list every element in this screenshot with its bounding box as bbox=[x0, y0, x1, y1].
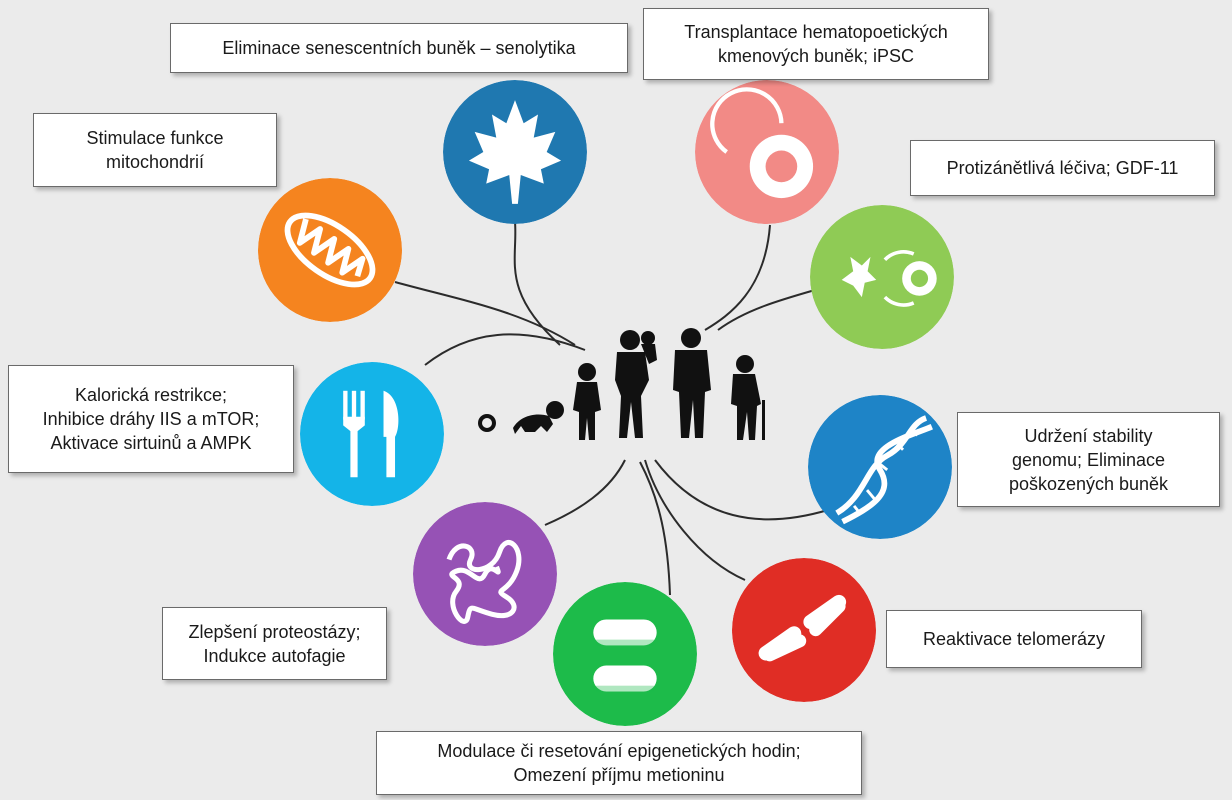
stem-cell-icon bbox=[695, 80, 839, 224]
protein-circle bbox=[413, 502, 557, 646]
connector-transplant bbox=[704, 224, 771, 331]
connector-antiinfl bbox=[717, 289, 816, 331]
label-antiinfl: Protizánětlivá léčiva; GDF-11 bbox=[910, 140, 1215, 196]
chromosome-circle bbox=[732, 558, 876, 702]
inflammation-cell-icon bbox=[810, 205, 954, 349]
senolytika-circle bbox=[443, 80, 587, 224]
human-aging-silhouettes-icon bbox=[478, 328, 765, 440]
connector-mito bbox=[394, 281, 576, 346]
dna-circle bbox=[808, 395, 952, 539]
connector-epigen bbox=[639, 461, 671, 596]
label-genome: Udržení stability genomu; Eliminace pošk… bbox=[957, 412, 1220, 507]
fork-knife-icon bbox=[300, 362, 444, 506]
protein-icon bbox=[413, 502, 557, 646]
label-transplant: Transplantace hematopoetických kmenových… bbox=[643, 8, 989, 80]
transplant-circle bbox=[695, 80, 839, 224]
pills-circle bbox=[553, 582, 697, 726]
label-proteo: Zlepšení proteostázy; Indukce autofagie bbox=[162, 607, 387, 680]
pills-icon bbox=[553, 582, 697, 726]
label-senolytika: Eliminace senescentních buněk – senolyti… bbox=[170, 23, 628, 73]
mitochondria-icon bbox=[258, 178, 402, 322]
connector-caloric bbox=[424, 333, 586, 366]
connector-genome bbox=[654, 459, 829, 521]
connector-proteo bbox=[544, 459, 626, 526]
dna-helix-icon bbox=[808, 395, 952, 539]
label-caloric: Kalorická restrikce; Inhibice dráhy IIS … bbox=[8, 365, 294, 473]
label-telomerase: Reaktivace telomerázy bbox=[886, 610, 1142, 668]
label-epigen: Modulace či resetování epigenetických ho… bbox=[376, 731, 862, 795]
label-mito: Stimulace funkce mitochondrií bbox=[33, 113, 277, 187]
connector-telomerase bbox=[644, 459, 746, 581]
inflammation-circle bbox=[810, 205, 954, 349]
maple-leaf-icon bbox=[443, 80, 587, 224]
chromosome-icon bbox=[732, 558, 876, 702]
mitochondria-circle bbox=[258, 178, 402, 322]
cutlery-circle bbox=[300, 362, 444, 506]
